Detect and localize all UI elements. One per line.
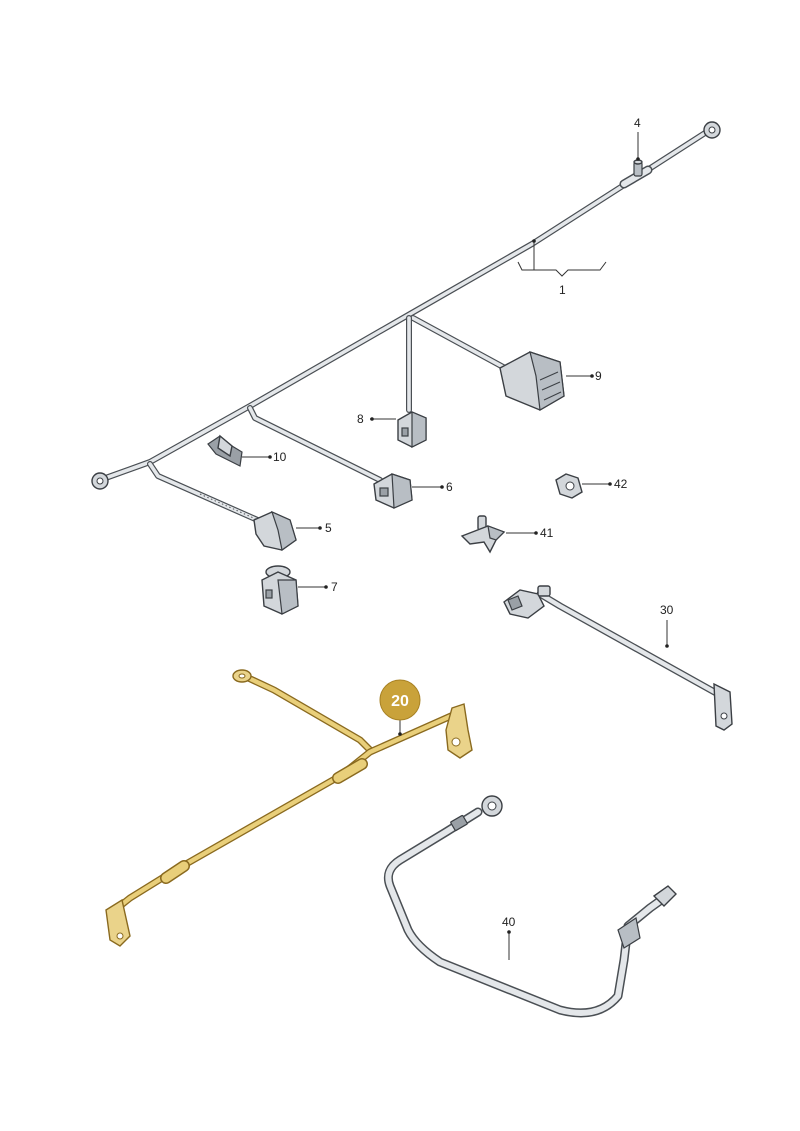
connector-6-part[interactable]: [373, 473, 413, 509]
label-9-group: 9: [566, 369, 602, 383]
label-5-group: 5: [296, 521, 332, 535]
label-4: 4: [634, 116, 641, 130]
label-40-group: 40: [502, 915, 516, 960]
connector-7-part[interactable]: [261, 565, 299, 615]
label-4-group: 4: [634, 116, 641, 161]
label-41-group: 41: [506, 526, 554, 540]
label-9: 9: [595, 369, 602, 383]
harness-cap-part[interactable]: [253, 510, 297, 552]
battery-cable-40-part[interactable]: [383, 795, 677, 1018]
label-10-group: 10: [242, 450, 287, 464]
label-41: 41: [540, 526, 554, 540]
label-6: 6: [446, 480, 453, 494]
ground-stud-part[interactable]: [633, 159, 643, 177]
label-42: 42: [614, 477, 628, 491]
callout-20-label: 20: [391, 693, 409, 710]
battery-cable-30-part[interactable]: [503, 585, 733, 731]
label-30-group: 30: [660, 603, 674, 648]
label-30: 30: [660, 603, 674, 617]
label-42-group: 42: [582, 477, 628, 491]
main-wiring-harness[interactable]: [97, 130, 708, 525]
label-1: 1: [559, 283, 566, 297]
label-40: 40: [502, 915, 516, 929]
label-7-group: 7: [298, 580, 338, 594]
connector-9-part[interactable]: [499, 351, 565, 411]
callout-20-badge[interactable]: [379, 679, 421, 721]
label-6-group: 6: [412, 480, 453, 494]
label-10: 10: [273, 450, 287, 464]
clip-10-part[interactable]: [207, 434, 243, 467]
label-8-group: 8: [357, 412, 396, 426]
clip-42-part[interactable]: [555, 473, 583, 499]
label-5: 5: [325, 521, 332, 535]
label-8: 8: [357, 412, 364, 426]
holder-41-part[interactable]: [460, 515, 506, 554]
label-1-group: 1: [517, 239, 607, 297]
cable-20-part[interactable]: [105, 669, 473, 947]
ring-terminal-right: [703, 121, 721, 139]
ring-terminal-left: [91, 472, 109, 490]
callout-20-group: 20: [379, 679, 421, 736]
label-7: 7: [331, 580, 338, 594]
connector-8-part[interactable]: [397, 411, 427, 448]
